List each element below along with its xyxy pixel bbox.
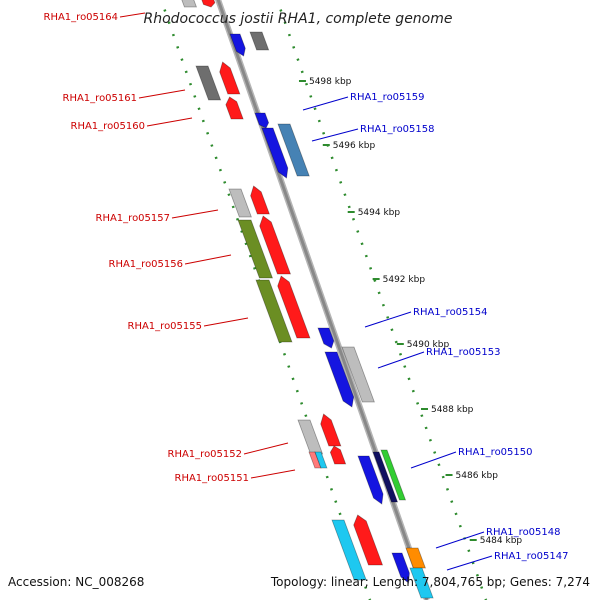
gene-ro05157 [250,185,270,215]
gene-ro05152-red [320,413,342,447]
right-scale-dots [275,0,488,600]
scale-tick-label: 5496 kbp [333,141,376,151]
left-label-leader [250,469,296,479]
topology-text: Topology: linear; Length: 7,804,765 bp; … [270,575,590,589]
gene-ro05160 [225,96,244,120]
gene-label-left: RHA1_ro05152 [168,449,243,460]
gene-label-left: RHA1_ro05155 [128,321,203,332]
gene-bottom-cyan [331,519,367,581]
gene-ro05159 [254,112,270,129]
gene-ro05156 [259,215,292,275]
right-label-leader [364,311,412,328]
accession-text: Accession: NC_008268 [8,575,144,589]
gene-label-right: RHA1_ro05147 [494,551,569,562]
gene-ro05151 [314,451,328,469]
gene-label-right: RHA1_ro05150 [458,447,533,458]
scale-tick-label: 5486 kbp [456,471,499,481]
scale-tick-label: 5494 kbp [358,208,401,218]
scale-tick-label: 5490 kbp [407,340,450,350]
right-label-leader [410,451,457,469]
gene-red [201,0,216,8]
gene-label-right: RHA1_ro05153 [426,347,501,358]
left-label-leader [243,442,289,455]
gene-label-right: RHA1_ro05148 [486,527,561,538]
gene-ro05150-a [357,455,384,505]
gene-ro05147-blue [391,552,410,584]
gene-label-left: RHA1_ro05156 [109,259,184,270]
gene-ro05158-a [261,127,289,179]
gene-small-red [329,445,347,465]
left-label-leader [138,89,186,99]
gene-ro05150 [380,449,407,501]
gene-label-left: RHA1_ro05151 [175,473,250,484]
map-title: Rhodococcus jostii RHA1, complete genome [143,11,452,27]
gene-label-right: RHA1_ro05159 [350,92,425,103]
right-label-leader [311,128,359,142]
gene-ro05154 [317,327,335,349]
gene-dark-grey [249,31,270,51]
scale-tick-label: 5484 kbp [480,536,523,546]
gene-ro05152 [297,419,324,455]
gene-label-left: RHA1_ro05164 [44,12,119,23]
gene-ro05153-a [324,351,355,408]
gene-label-left: RHA1_ro05161 [63,93,138,104]
gene-ro05158 [277,123,310,177]
left-label-leader [146,117,193,127]
gene-ro05153 [341,346,375,403]
gene-ro05148 [405,547,426,569]
left-label-leader [119,12,146,18]
scale-tick-label: 5492 kbp [383,275,426,285]
right-label-leader [435,531,485,549]
left-label-leader [203,317,249,327]
gene-ro05156-olive [237,219,274,279]
right-label-leader [377,351,425,369]
gene-label-right: RHA1_ro05158 [360,124,435,135]
gene-label-right: RHA1_ro05154 [413,307,488,318]
gene-ro05161 [219,61,241,95]
gene-grey [181,0,198,8]
gene-ro05157-grey [228,188,252,218]
right-label-leader [302,96,349,111]
right-label-leader [446,555,493,571]
gene-label-left: RHA1_ro05160 [71,121,146,132]
gene-blue [229,33,246,57]
scale-tick-label: 5498 kbp [309,77,352,87]
scale-tick-label: 5488 kbp [431,405,474,415]
gene-ro05155-olive [255,279,293,343]
left-label-leader [184,254,232,265]
gene-ro05147 [409,567,434,599]
gene-label-left: RHA1_ro05157 [96,213,171,224]
gene-bottom-red [353,514,384,566]
gene-ro05161-neighbor [195,65,222,101]
left-label-leader [171,209,219,219]
gene-ro05150-b [372,451,399,503]
gene-ro05155 [277,275,311,339]
